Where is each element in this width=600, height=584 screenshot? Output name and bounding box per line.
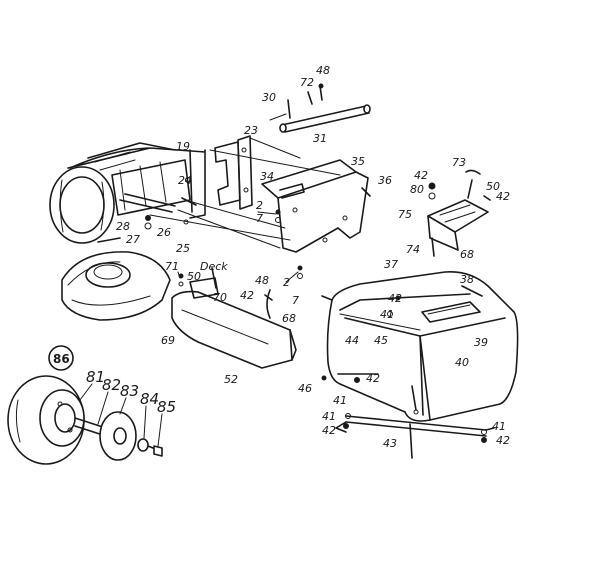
callout-42d: 42 — [388, 292, 402, 305]
callout-75: 75 — [398, 208, 412, 221]
frame-lines — [149, 137, 341, 249]
callout-44: 44 — [345, 334, 359, 347]
callout-80: 80 — [410, 183, 424, 196]
callout-28: 28 — [116, 220, 130, 233]
pin-72 — [307, 91, 313, 105]
callout-42b: 42 — [496, 190, 510, 203]
callout-7a: 7 — [256, 212, 263, 225]
callout-37: 37 — [384, 258, 398, 271]
callout-26: 26 — [157, 226, 171, 239]
mounting-plate-icon — [261, 159, 369, 253]
callout-50b: 50 — [187, 270, 201, 283]
callout-42a: 42 — [414, 169, 428, 182]
callout-69: 69 — [161, 334, 175, 347]
callout-42f: 42 — [322, 424, 336, 437]
callout-31: 31 — [313, 132, 327, 145]
callout-2b: 2 — [283, 276, 290, 289]
bolt-36 — [361, 187, 371, 197]
callout-40: 40 — [455, 356, 469, 369]
callout-48a: 48 — [316, 64, 330, 77]
callout-42g: 42 — [496, 434, 510, 447]
callout-42e: 42 — [366, 372, 380, 385]
callouts: 48 72 30 31 23 19 24 34 35 36 73 42 80 5… — [48, 64, 510, 450]
left-hardware — [119, 177, 197, 230]
callout-41d: 41 — [492, 420, 506, 433]
callout-68b: 68 — [282, 312, 296, 325]
callout-52: 52 — [224, 373, 238, 386]
callout-2a: 2 — [256, 199, 263, 212]
callout-41c: 41 — [322, 410, 336, 423]
tire-icon — [49, 166, 115, 244]
callout-48b: 48 — [255, 274, 269, 287]
discharge-chute-icon — [171, 267, 297, 369]
callout-68a: 68 — [460, 248, 474, 261]
callout-73: 73 — [452, 156, 466, 169]
callout-35: 35 — [351, 155, 365, 168]
callout-86: 86 — [53, 352, 70, 366]
rear-bracket-icon — [189, 135, 253, 219]
callout-45: 45 — [374, 334, 388, 347]
hitch-rod — [279, 104, 371, 133]
callout-25: 25 — [176, 242, 190, 255]
callout-23: 23 — [244, 124, 258, 137]
callout-82: 82 — [102, 376, 121, 394]
callout-30: 30 — [262, 91, 276, 104]
callout-50a: 50 — [486, 180, 500, 193]
callout-84: 84 — [140, 390, 159, 408]
mower-body — [49, 142, 206, 244]
support-bar — [335, 415, 495, 459]
callout-71: 71 — [165, 260, 179, 273]
callout-19: 19 — [176, 140, 190, 153]
callout-43: 43 — [383, 437, 397, 450]
chute-deflector-icon — [61, 251, 171, 321]
callout-72: 72 — [300, 76, 314, 89]
callout-deck: Deck — [200, 260, 228, 273]
leader-lines — [79, 113, 299, 447]
hook-bracket — [427, 169, 491, 257]
callout-70: 70 — [213, 291, 227, 304]
callout-34: 34 — [260, 170, 274, 183]
callout-85: 85 — [157, 398, 176, 416]
grass-bag-frame-icon — [321, 270, 519, 422]
callout-81: 81 — [86, 368, 105, 386]
callout-38: 38 — [460, 273, 474, 286]
callout-83: 83 — [120, 382, 139, 400]
pin-30 — [287, 99, 291, 119]
callout-27: 27 — [126, 233, 140, 246]
callout-46: 46 — [298, 382, 312, 395]
callout-24: 24 — [178, 174, 192, 187]
callout-86-circle — [48, 345, 74, 371]
callout-36: 36 — [378, 174, 392, 187]
callout-39: 39 — [474, 336, 488, 349]
callout-74: 74 — [406, 243, 420, 256]
callout-41b: 41 — [333, 394, 347, 407]
callout-7b: 7 — [292, 294, 299, 307]
callout-42c: 42 — [240, 289, 254, 302]
callout-41a: 41 — [380, 308, 394, 321]
rear-wheel-icon — [7, 375, 163, 465]
